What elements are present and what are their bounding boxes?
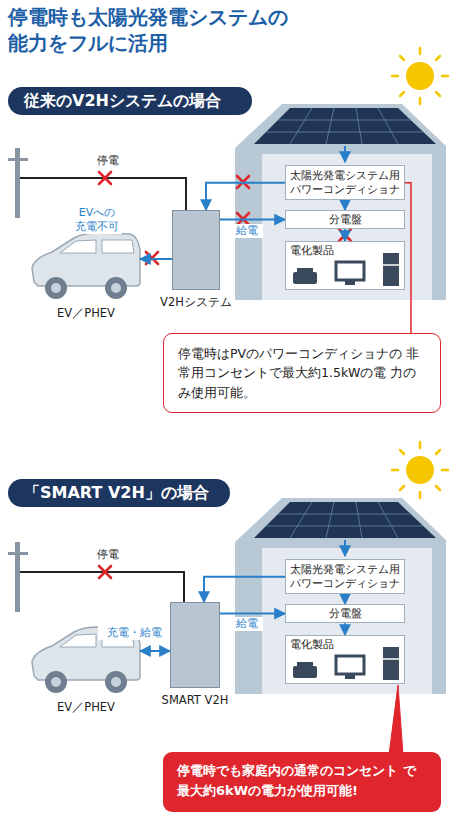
callout-box: 停電時はPVのパワーコンディショナの 非常用コンセントで最大約1.5kWの電 力… (163, 333, 441, 413)
cross-mark (339, 229, 351, 241)
power-conditioner-box: 太陽光発電システム用 パワーコンディショナ (285, 165, 405, 200)
edge-label: EVへの 充電不可 (72, 206, 122, 234)
section-band: 従来のV2Hシステムの場合 (8, 87, 252, 115)
power-conditioner-box: 太陽光発電システム用 パワーコンディショナ (285, 559, 405, 594)
flow-arrow (344, 594, 346, 604)
distribution-board-box: 分電盤 (285, 604, 405, 623)
node-text: 「SMART V2H」の場合 (24, 483, 214, 503)
smart-v2h-unit: SMART V2H (170, 602, 220, 688)
node-text: 分電盤 (290, 213, 400, 226)
flow-arrow (206, 183, 285, 210)
flow-arrow (140, 650, 170, 652)
callout-box: 停電時でも家庭内の通常のコンセント で最大約6kWの電力が使用可能! (163, 752, 441, 812)
distribution-board-box: 分電盤 (285, 210, 405, 229)
cross-mark (99, 566, 111, 578)
v2h-unit: V2Hシステム (172, 210, 220, 290)
node-text: 停電時でも家庭内の通常のコンセント で最大約6kWの電力が使用可能! (177, 761, 427, 800)
node-text: SMART V2H (162, 693, 229, 707)
outage-label: 停電 (96, 548, 120, 562)
edge-label: 給電 (231, 617, 263, 631)
node-text: 従来のV2Hシステムの場合 (24, 91, 236, 111)
node-text: EV／PHEV (57, 306, 115, 321)
leader-line (405, 183, 411, 333)
appliance-box: 電化製品 (285, 241, 405, 290)
node-text: 電化製品 (290, 244, 400, 257)
callout-tail (389, 685, 403, 755)
node-text: 太陽光発電システム用 パワーコンディショナ (290, 169, 400, 196)
node-text: 停電時はPVのパワーコンディショナの 非常用コンセントで最大約1.5kWの電 力… (178, 344, 426, 402)
flow-arrow (220, 219, 285, 221)
page-title: 停電時も太陽光発電システムの 能力をフルに活用 (8, 4, 300, 56)
section-band: 「SMART V2H」の場合 (8, 479, 230, 507)
edge-label: 給電 (231, 224, 263, 238)
flow-arrow (204, 577, 285, 602)
flow-arrow (344, 623, 346, 635)
scene-1 (8, 48, 448, 300)
edge-label: 充電・給電 (98, 626, 170, 640)
appliance-box: 電化製品 (285, 635, 405, 684)
node-text: 電化製品 (290, 638, 400, 651)
node-text: V2Hシステム (160, 295, 232, 310)
node-text: 分電盤 (290, 607, 400, 620)
outage-label: 停電 (96, 154, 120, 168)
node-text: EV／PHEV (57, 700, 115, 715)
node-text: 太陽光発電システム用 パワーコンディショナ (290, 563, 400, 590)
flow-arrow (344, 229, 346, 241)
flow-arrow (220, 613, 285, 615)
flow-arrow (140, 258, 172, 260)
cross-mark (99, 172, 111, 184)
scene-2 (8, 442, 448, 694)
flow-arrow (344, 200, 346, 210)
ev-car: EV／PHEV (30, 232, 142, 300)
